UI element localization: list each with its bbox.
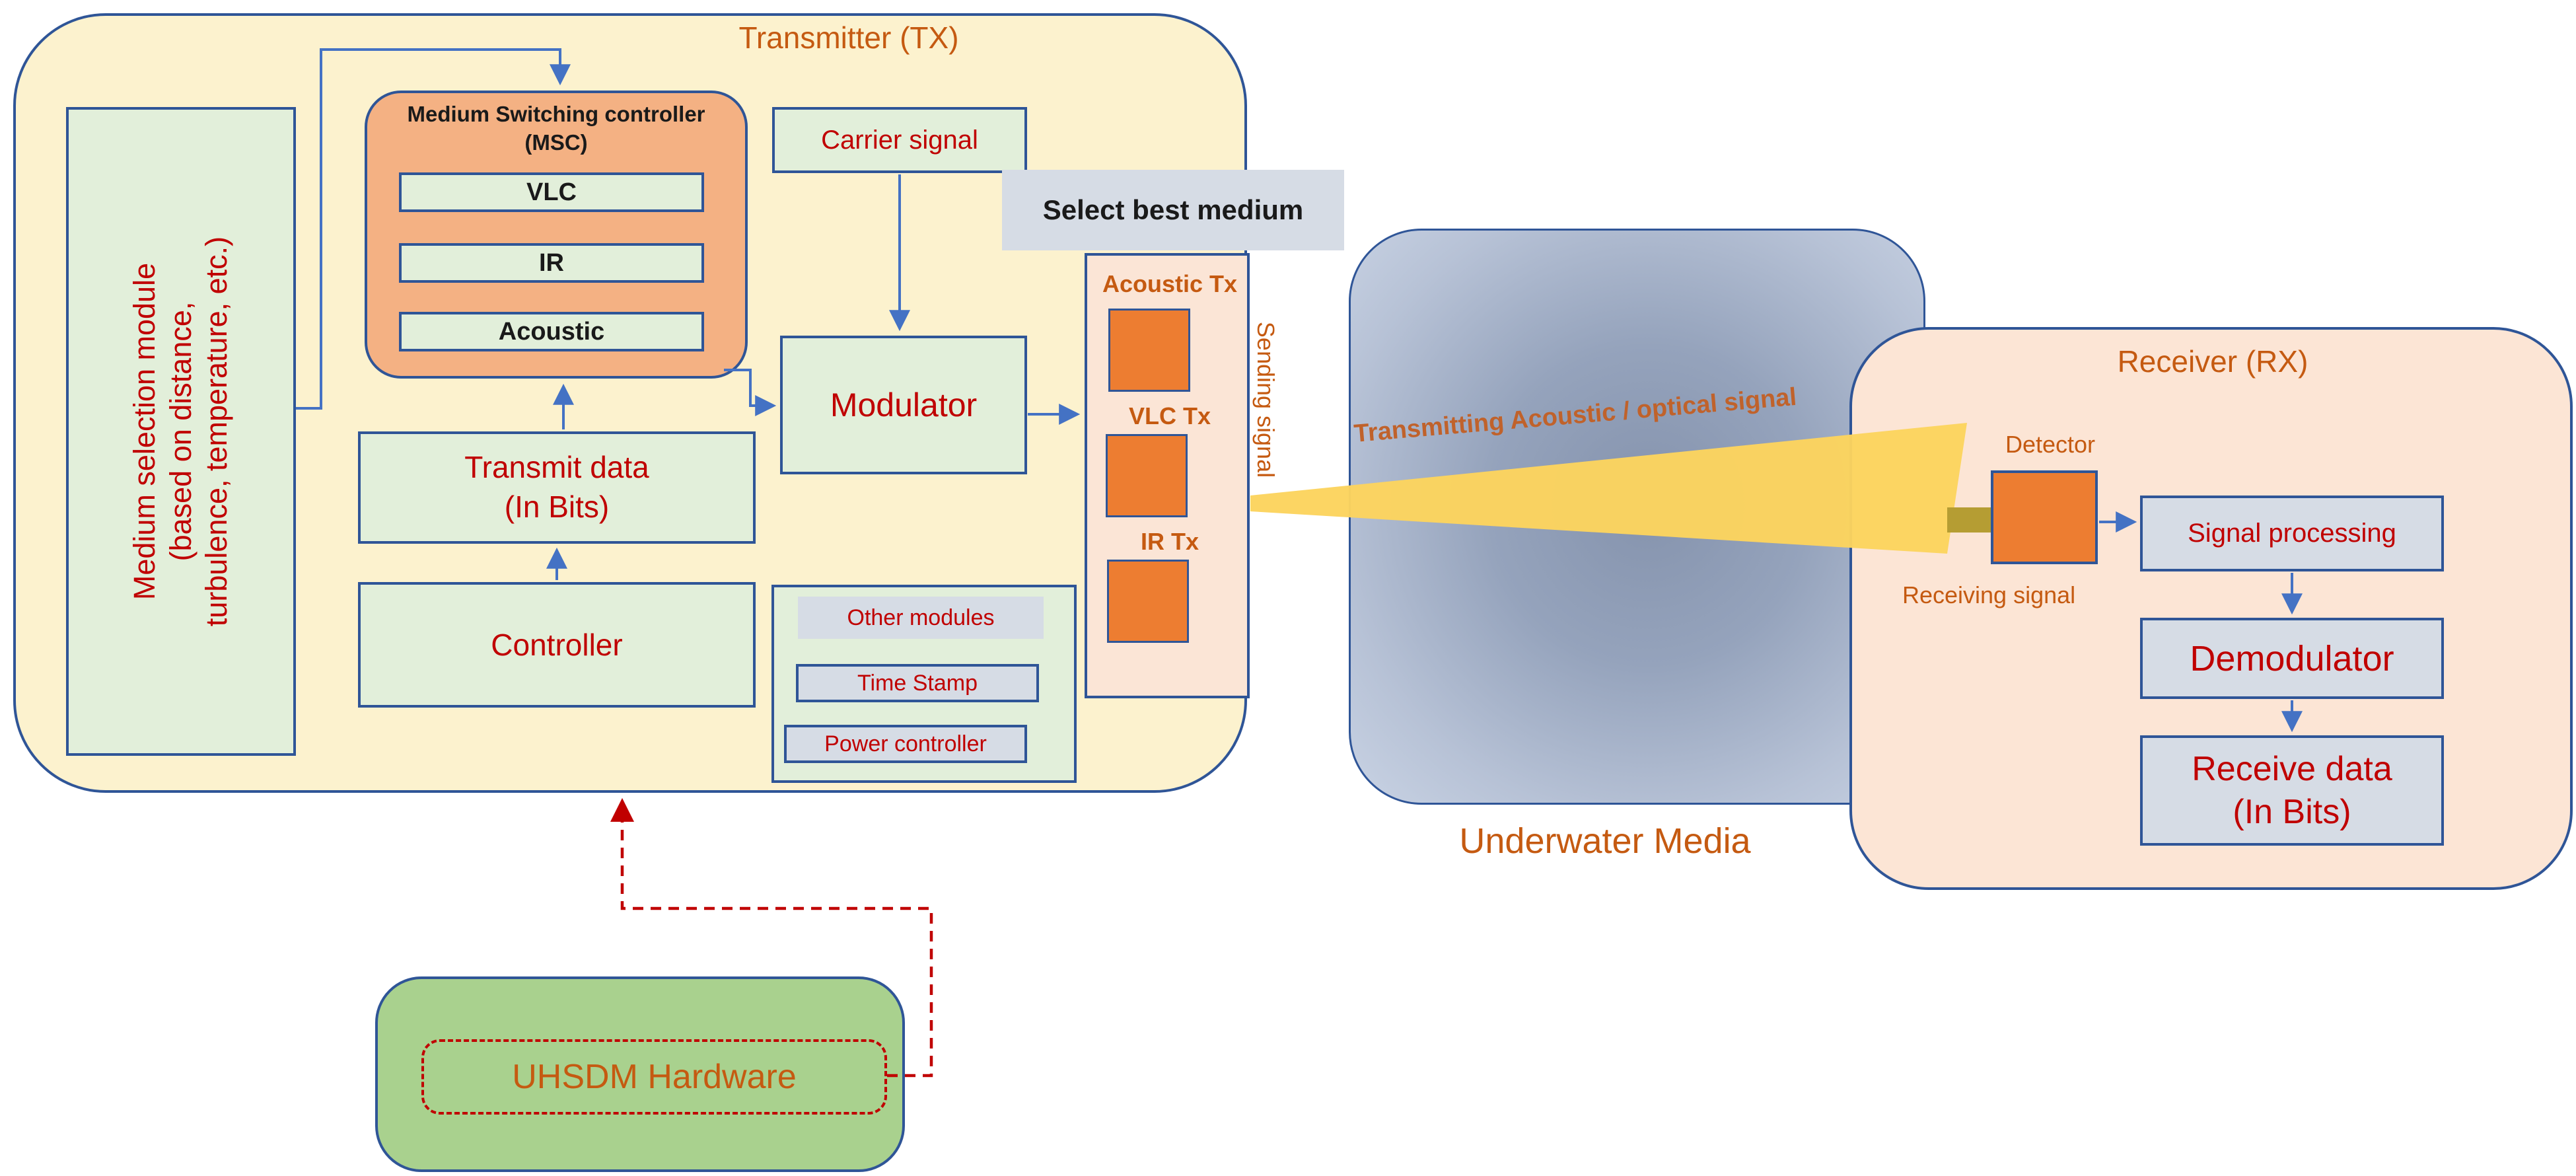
receiving-signal-label: Receiving signal bbox=[1902, 581, 2076, 608]
detector-label: Detector bbox=[2005, 431, 2096, 458]
msc-title: Medium Switching controller (MSC) bbox=[407, 102, 705, 155]
ir-tx-square bbox=[1107, 560, 1189, 643]
ir-tx-label: IR Tx bbox=[1140, 528, 1199, 555]
carrier-signal-box: Carrier signal bbox=[772, 107, 1027, 173]
transmitter-title: Transmitter (TX) bbox=[738, 20, 959, 55]
msc-item-acoustic: Acoustic bbox=[399, 312, 704, 351]
acoustic-tx-label: Acoustic Tx bbox=[1102, 270, 1238, 297]
select-best-medium-label: Select best medium bbox=[1002, 170, 1344, 250]
receiver-title: Receiver (RX) bbox=[2117, 344, 2308, 379]
time-stamp-box: Time Stamp bbox=[796, 664, 1039, 702]
signal-processing-box: Signal processing bbox=[2140, 496, 2444, 571]
uhsdm-hardware-label: UHSDM Hardware bbox=[421, 1039, 887, 1115]
demodulator-box: Demodulator bbox=[2140, 618, 2444, 699]
detector-box bbox=[1991, 470, 2098, 564]
power-controller-box: Power controller bbox=[784, 725, 1027, 763]
receive-data-box: Receive data (In Bits) bbox=[2140, 735, 2444, 846]
msc-item-vlc: VLC bbox=[399, 172, 704, 212]
transmit-data-box: Transmit data (In Bits) bbox=[358, 431, 756, 544]
other-modules-title: Other modules bbox=[798, 597, 1044, 639]
sending-signal-label: Sending signal bbox=[1252, 321, 1279, 478]
acoustic-tx-square bbox=[1108, 309, 1190, 392]
transmitter-output-column: Acoustic Tx VLC Tx IR Tx bbox=[1085, 253, 1250, 698]
medium-selection-module-box: Medium selection module (based on distan… bbox=[66, 107, 296, 756]
sending-signal-label-wrap: Sending signal bbox=[1246, 291, 1285, 509]
medium-selection-module-label: Medium selection module (based on distan… bbox=[127, 236, 234, 627]
vlc-tx-square bbox=[1106, 434, 1188, 517]
underwater-media-box bbox=[1349, 229, 1925, 805]
msc-item-ir: IR bbox=[399, 243, 704, 283]
controller-box: Controller bbox=[358, 582, 756, 708]
vlc-tx-label: VLC Tx bbox=[1128, 402, 1211, 429]
detector-coupler bbox=[1947, 507, 1991, 533]
underwater-media-label: Underwater Media bbox=[1459, 821, 1751, 861]
modulator-box: Modulator bbox=[780, 336, 1027, 474]
